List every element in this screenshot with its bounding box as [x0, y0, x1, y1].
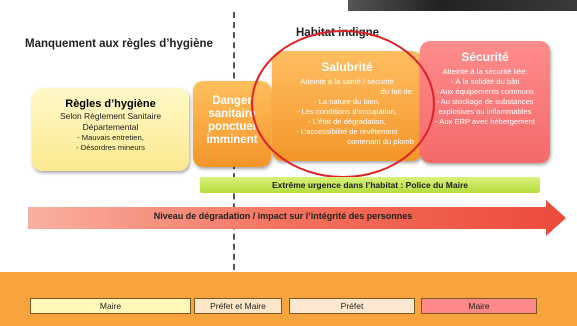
box-danger-line: sanitaire [208, 108, 256, 120]
legend-maire-securite: Maire [421, 298, 537, 314]
legend-prefet-et-maire: Préfet et Maire [194, 298, 282, 314]
box-securite-line: explosives ou inflammables [438, 107, 532, 116]
photo-fragment [348, 0, 577, 11]
box-danger-line: ponctuel [208, 121, 256, 133]
box-securite-line: Atteinte à la sécurité liée: [442, 67, 528, 76]
box-hygiene-title: Règles d’hygiène [65, 98, 156, 110]
highlight-circle [251, 30, 435, 178]
box-securite: Sécurité Atteinte à la sécurité liée: - … [420, 41, 550, 163]
box-hygiene-subtitle: Selon Règlement Sanitaire [59, 111, 162, 121]
box-securite-line: - À la solidité du bâti [450, 77, 520, 86]
box-securite-line: - Aux ERP avec hébergement [435, 117, 535, 126]
box-hygiene-item: - Mauvais entretien, [77, 133, 144, 142]
box-hygiene-item: - Désordres mineurs [76, 143, 145, 152]
box-securite-line: - Au stockage de substances [436, 97, 534, 106]
section-title-hygiene: Manquement aux règles d’hygiène [25, 38, 213, 50]
box-hygiene-subtitle-2: Départemental [82, 122, 139, 132]
box-securite-title: Sécurité [461, 50, 509, 64]
box-danger-line: Danger [212, 95, 252, 107]
degradation-arrow [28, 200, 566, 236]
box-danger-line: imminent [206, 134, 258, 146]
box-securite-line: - Aux équipements communs [436, 87, 534, 96]
legend-maire-hygiene: Maire [30, 298, 191, 314]
legend-prefet: Préfet [289, 298, 415, 314]
degradation-arrow-label: Niveau de dégradation / impact sur l’int… [153, 211, 413, 221]
box-regles-hygiene: Règles d’hygiène Selon Règlement Sanitai… [32, 88, 189, 171]
urgence-bar: Extrême urgence dans l’habitat : Police … [200, 177, 540, 193]
